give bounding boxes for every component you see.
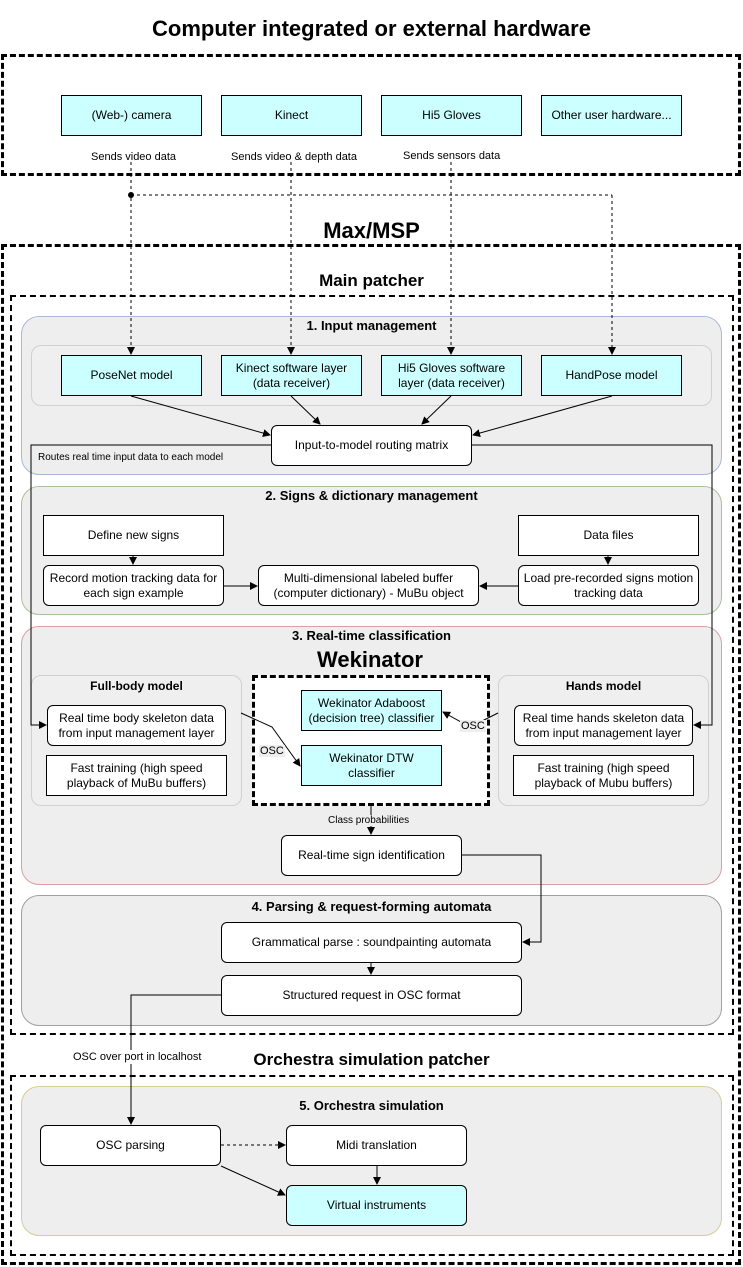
structured-request-box: Structured request in OSC format bbox=[221, 975, 522, 1016]
main-patcher-title: Main patcher bbox=[319, 271, 424, 290]
sends-video-depth-label: Sends video & depth data bbox=[231, 151, 357, 163]
hardware-container bbox=[1, 54, 741, 176]
hands-skeleton-box: Real time hands skeleton data from input… bbox=[514, 705, 693, 746]
split-dot bbox=[128, 192, 134, 198]
parsing-title: 4. Parsing & request-forming automata bbox=[251, 899, 492, 914]
signs-title: 2. Signs & dictionary management bbox=[265, 488, 478, 503]
identification-to-grammar-link bbox=[462, 854, 542, 946]
orchestra-title: 5. Orchestra simulation bbox=[299, 1098, 444, 1113]
handpose-box: HandPose model bbox=[541, 355, 682, 396]
fullbody-title: Full-body model bbox=[90, 679, 183, 693]
dtw-box: Wekinator DTW classifier bbox=[301, 745, 442, 786]
request-to-osc-parsing-link bbox=[127, 994, 221, 1125]
hi5-gloves-box: Hi5 Gloves bbox=[381, 95, 522, 136]
hi5-layer-box: Hi5 Gloves software layer (data receiver… bbox=[381, 355, 522, 396]
osc-parsing-box: OSC parsing bbox=[40, 1125, 221, 1166]
osc-right-label: OSC bbox=[460, 720, 486, 732]
input-management-title: 1. Input management bbox=[306, 318, 437, 333]
maxmsp-container bbox=[1, 244, 741, 1265]
define-signs-box: Define new signs bbox=[43, 515, 224, 556]
hands-title: Hands model bbox=[565, 679, 642, 693]
kinect-box: Kinect bbox=[221, 95, 362, 136]
orchestra-patcher-title: Orchestra simulation patcher bbox=[253, 1050, 490, 1069]
hardware-title: Computer integrated or external hardware bbox=[152, 16, 591, 41]
load-prerecorded-box: Load pre-recorded signs motion tracking … bbox=[518, 565, 699, 606]
routing-to-hands-link bbox=[472, 444, 713, 729]
fast-training-body-box: Fast training (high speed playback of Mu… bbox=[46, 755, 227, 796]
routes-label: Routes real time input data to each mode… bbox=[38, 452, 224, 463]
classification-title: 3. Real-time classification bbox=[292, 628, 451, 643]
osc-to-instruments-link bbox=[220, 1165, 286, 1196]
identification-box: Real-time sign identification bbox=[281, 835, 462, 876]
posenet-to-routing-link bbox=[130, 395, 271, 437]
orchestra-patcher-container bbox=[10, 1075, 734, 1256]
maxmsp-title: Max/MSP bbox=[323, 218, 420, 243]
posenet-box: PoseNet model bbox=[61, 355, 202, 396]
osc-left-label: OSC bbox=[259, 745, 285, 757]
kinect-layer-box: Kinect software layer (data receiver) bbox=[221, 355, 362, 396]
sends-video-label: Sends video data bbox=[91, 151, 177, 163]
sends-sensors-label: Sends sensors data bbox=[403, 150, 501, 162]
main-patcher-container bbox=[10, 295, 734, 1035]
virtual-instruments-box: Virtual instruments bbox=[286, 1185, 467, 1226]
routing-matrix-box: Input-to-model routing matrix bbox=[271, 425, 472, 466]
body-to-dtw-link bbox=[240, 712, 301, 767]
routing-to-body-link bbox=[30, 444, 271, 729]
labeled-buffer-box: Multi-dimensional labeled buffer (comput… bbox=[258, 565, 479, 606]
adaboost-box: Wekinator Adaboost (decision tree) class… bbox=[301, 690, 442, 731]
data-files-box: Data files bbox=[518, 515, 699, 556]
kinect-to-routing-link bbox=[290, 395, 321, 425]
camera-box: (Web-) camera bbox=[61, 95, 202, 136]
class-probabilities-label: Class probabilities bbox=[328, 815, 410, 826]
body-skeleton-box: Real time body skeleton data from input … bbox=[47, 705, 226, 746]
midi-translation-box: Midi translation bbox=[286, 1125, 467, 1166]
record-motion-box: Record motion tracking data for each sig… bbox=[43, 565, 224, 606]
fast-training-hands-box: Fast training (high speed playback of Mu… bbox=[513, 755, 694, 796]
other-hardware-box: Other user hardware... bbox=[541, 95, 682, 136]
osc-port-label: OSC over port in localhost bbox=[72, 1050, 203, 1064]
grammar-box: Grammatical parse : soundpainting automa… bbox=[221, 922, 522, 963]
hi5-to-routing-link bbox=[421, 395, 452, 425]
handpose-to-routing-link bbox=[472, 395, 613, 437]
wekinator-title: Wekinator bbox=[317, 647, 423, 672]
